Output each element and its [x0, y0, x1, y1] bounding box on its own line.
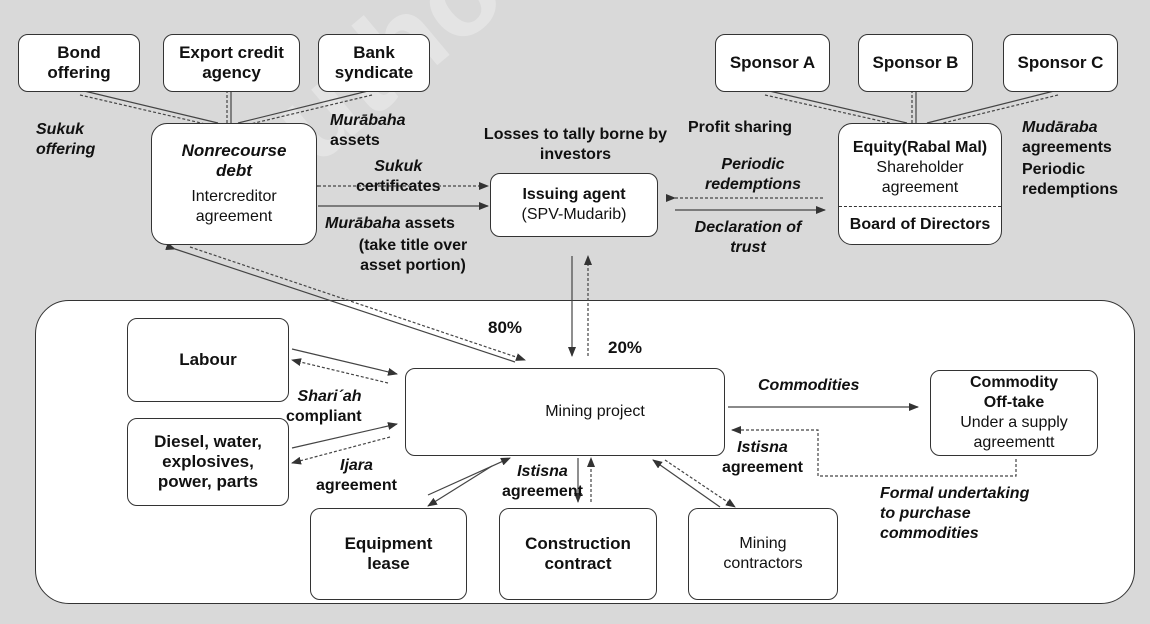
arrow-diesel-project [291, 422, 398, 449]
connector-sponsorC-equity-dotted [930, 94, 1059, 127]
bank-syndicate-box: Bank syndicate [318, 34, 430, 92]
issuing-agent-title: Issuing agent [522, 186, 626, 203]
connector-bond-debt-dotted [79, 94, 215, 127]
equity-divider [839, 206, 1001, 207]
export-credit-agency-label: Export credit agency [179, 43, 284, 82]
mudaraba-label: Mudāraba agreements [1022, 118, 1112, 158]
sponsor-b-label: Sponsor B [872, 53, 959, 72]
shariah-label: Shari´ah compliant [286, 387, 362, 427]
labour-label: Labour [179, 350, 237, 369]
arrow-debt-project-solid [165, 242, 516, 363]
arrow-debt-project-dotted [189, 246, 526, 361]
ijara-term: Ijara [340, 457, 373, 474]
offtake-title: Commodity Off-take [970, 374, 1058, 411]
agreements-term: agreements [1022, 139, 1112, 156]
certificates-term: certificates [356, 178, 441, 195]
declaration-of-trust-label: Declaration of trust [694, 219, 802, 256]
sponsor-a-box: Sponsor A [715, 34, 830, 92]
ijara-agreement-term: agreement [316, 477, 397, 494]
export-credit-agency-box: Export credit agency [163, 34, 300, 92]
arrow-project-contractors [664, 459, 736, 508]
sponsor-c-label: Sponsor C [1017, 53, 1104, 72]
murabaha-term-2: Murābaha [325, 215, 401, 232]
arrow-project-equipment [427, 465, 493, 507]
diesel-box: Diesel, water, explosives, power, parts [127, 418, 289, 506]
offtake-sub: Under a supply agreementt [960, 414, 1068, 451]
profit-sharing-label: Profit sharing [688, 119, 793, 136]
connector-bond-debt-solid [79, 89, 219, 124]
nonrecourse-debt-box: Nonrecourse debt Intercreditor agreement [151, 123, 317, 245]
istisna-right-label: Istisna agreement [722, 438, 803, 478]
assets-term-2: assets [405, 215, 455, 232]
sponsor-c-box: Sponsor C [1003, 34, 1118, 92]
connector-sponsorA-equity-dotted [764, 94, 904, 127]
commodity-offtake-box: Commodity Off-take Under a supply agreem… [930, 370, 1098, 456]
compliant-term: compliant [286, 408, 362, 425]
pct-80-label: 80% [488, 318, 523, 337]
construction-contract-box: Construction contract [499, 508, 657, 600]
arrow-labour-project [291, 348, 398, 376]
connector-syndicate-debt-solid [237, 89, 373, 124]
istisna-right-term: Istisna [737, 439, 788, 456]
losses-label: Losses to tally borne by investors [483, 126, 668, 163]
board-of-directors-label: Board of Directors [849, 216, 991, 233]
arrow-project-labour [291, 358, 389, 384]
take-title-label: (take title over asset portion) [358, 237, 468, 274]
arrow-offtake-project [731, 426, 1017, 477]
connector-sponsorA-equity-solid [764, 89, 908, 124]
mudaraba-term: Mudāraba [1022, 119, 1098, 136]
nonrecourse-debt-title: Nonrecourse debt [181, 141, 287, 180]
equipment-lease-label: Equipment lease [344, 534, 433, 573]
sponsor-b-box: Sponsor B [858, 34, 973, 92]
murabaha-assets-bottom-label: Murābaha assets [325, 214, 455, 234]
issuing-agent-sub: (SPV-Mudarib) [521, 206, 627, 223]
arrow-contractors-project [652, 459, 721, 508]
commodities-label: Commodities [758, 377, 860, 394]
mining-project-label: Mining project [545, 403, 645, 420]
mining-project-box: Mining project [405, 368, 725, 456]
mining-contractors-label: Mining contractors [723, 535, 803, 572]
istisna-mid-label: Istisna agreement [502, 462, 583, 502]
bond-offering-label: Bond offering [47, 43, 111, 82]
assets-term-1: assets [330, 132, 380, 149]
shariah-term: Shari´ah [297, 388, 362, 405]
connector-syndicate-debt-dotted [241, 94, 373, 127]
sukuk-term: Sukuk [374, 158, 423, 175]
bond-offering-box: Bond offering [18, 34, 140, 92]
periodic-redemptions-label: Periodic redemptions [704, 156, 801, 193]
sukuk-offering-label: Sukuk offering [36, 121, 96, 158]
arrow-project-diesel [291, 436, 391, 465]
shareholder-agreement-label: Shareholder agreement [876, 159, 964, 196]
equity-title: Equity(Rabal Mal) [852, 139, 988, 156]
istisna-mid-term: Istisna [517, 463, 568, 480]
equipment-lease-box: Equipment lease [310, 508, 467, 600]
diesel-label: Diesel, water, explosives, power, parts [154, 432, 262, 491]
equity-box: Equity(Rabal Mal) Shareholder agreement … [838, 123, 1002, 245]
periodic-redemptions-right-label: Periodic redemptions [1022, 161, 1119, 198]
pct-20-label: 20% [608, 338, 643, 357]
ijara-label: Ijara agreement [316, 456, 397, 496]
labour-box: Labour [127, 318, 289, 402]
istisna-right-agreement: agreement [722, 459, 803, 476]
formal-undertaking-label: Formal undertaking to purchase commoditi… [880, 485, 1030, 542]
bank-syndicate-label: Bank syndicate [334, 43, 414, 82]
construction-contract-label: Construction contract [525, 534, 631, 573]
murabaha-assets-top-label: Murābaha assets [330, 111, 406, 151]
issuing-agent-box: Issuing agent (SPV-Mudarib) [490, 173, 658, 237]
sukuk-certificates-label: Sukuk certificates [356, 157, 441, 197]
istisna-mid-agreement: agreement [502, 483, 583, 500]
mining-contractors-box: Mining contractors [688, 508, 838, 600]
arrow-equipment-project [427, 457, 511, 496]
murabaha-term-1: Murābaha [330, 112, 406, 129]
sponsor-a-label: Sponsor A [729, 53, 816, 72]
intercreditor-agreement-label: Intercreditor agreement [191, 188, 277, 225]
connector-sponsorC-equity-solid [926, 89, 1059, 124]
